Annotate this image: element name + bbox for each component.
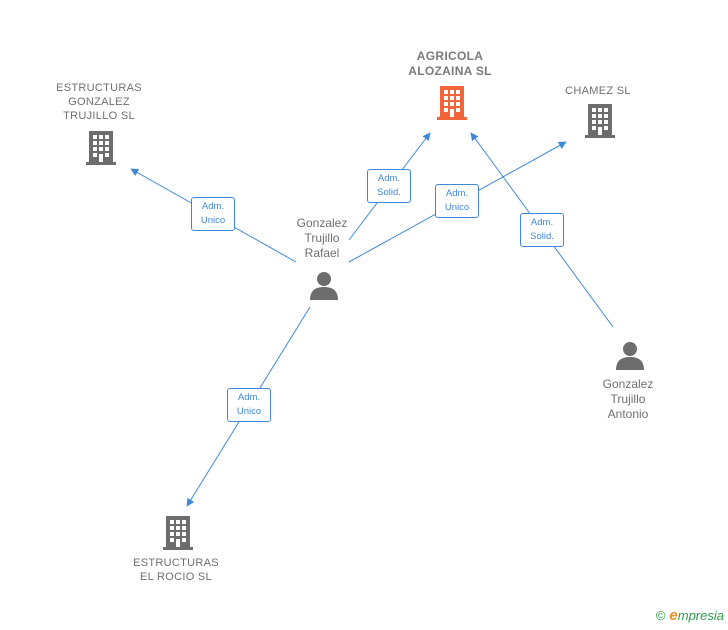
rafael-person-icon[interactable] (310, 272, 338, 300)
edge-label-adm-solid-agricola: Adm. Solid. (367, 169, 411, 203)
brand-name[interactable]: mpresia (677, 608, 724, 623)
brand-initial: e (669, 607, 678, 624)
copyright-symbol: © (655, 608, 666, 623)
footer-credit: © empresia (656, 607, 724, 624)
rafael-label[interactable]: Gonzalez Trujillo Rafael (296, 216, 348, 260)
antonio-person-icon[interactable] (616, 342, 644, 370)
estructuras-rocio-building-icon[interactable] (163, 516, 193, 550)
antonio-label[interactable]: Gonzalez Trujillo Antonio (602, 377, 654, 421)
chamez-building-icon[interactable] (585, 104, 615, 138)
edge-label-adm-unico-chamez: Adm. Unico (435, 184, 479, 218)
edge-label-adm-unico-estructuras-gonzalez: Adm. Unico (191, 197, 235, 231)
agricola-building-icon[interactable] (437, 86, 467, 120)
agricola-label[interactable]: AGRICOLA ALOZAINA SL (408, 49, 492, 78)
estructuras-gonzalez-label[interactable]: ESTRUCTURAS GONZALEZ TRUJILLO SL (56, 82, 142, 122)
estructuras-rocio-label[interactable]: ESTRUCTURAS EL ROCIO SL (133, 557, 219, 583)
edge-label-adm-solid-antonio: Adm. Solid. (520, 213, 564, 247)
edge-label-adm-unico-estructuras-rocio: Adm. Unico (227, 388, 271, 422)
estructuras-gonzalez-building-icon[interactable] (86, 131, 116, 165)
chamez-label[interactable]: CHAMEZ SL (565, 85, 631, 97)
